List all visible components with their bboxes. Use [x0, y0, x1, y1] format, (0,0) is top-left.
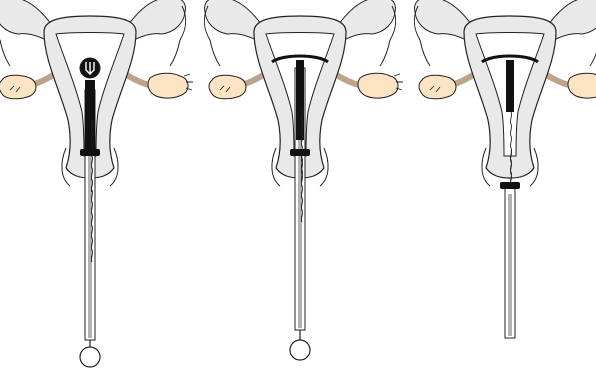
depth-flange — [80, 149, 100, 156]
uterus-outline — [0, 0, 193, 186]
depth-flange — [500, 182, 520, 189]
depth-flange — [290, 149, 310, 156]
iud-stem — [85, 80, 95, 150]
plunger-ring — [80, 347, 100, 367]
panel-step-1 — [0, 0, 193, 367]
plunger-ring — [290, 340, 310, 360]
panel-step-2 — [204, 0, 403, 360]
insertion-tube — [505, 188, 515, 338]
panel-step-3 — [414, 0, 596, 338]
uterus-outline — [414, 0, 596, 186]
iud-stem — [296, 60, 304, 140]
iud-stem — [506, 60, 514, 112]
